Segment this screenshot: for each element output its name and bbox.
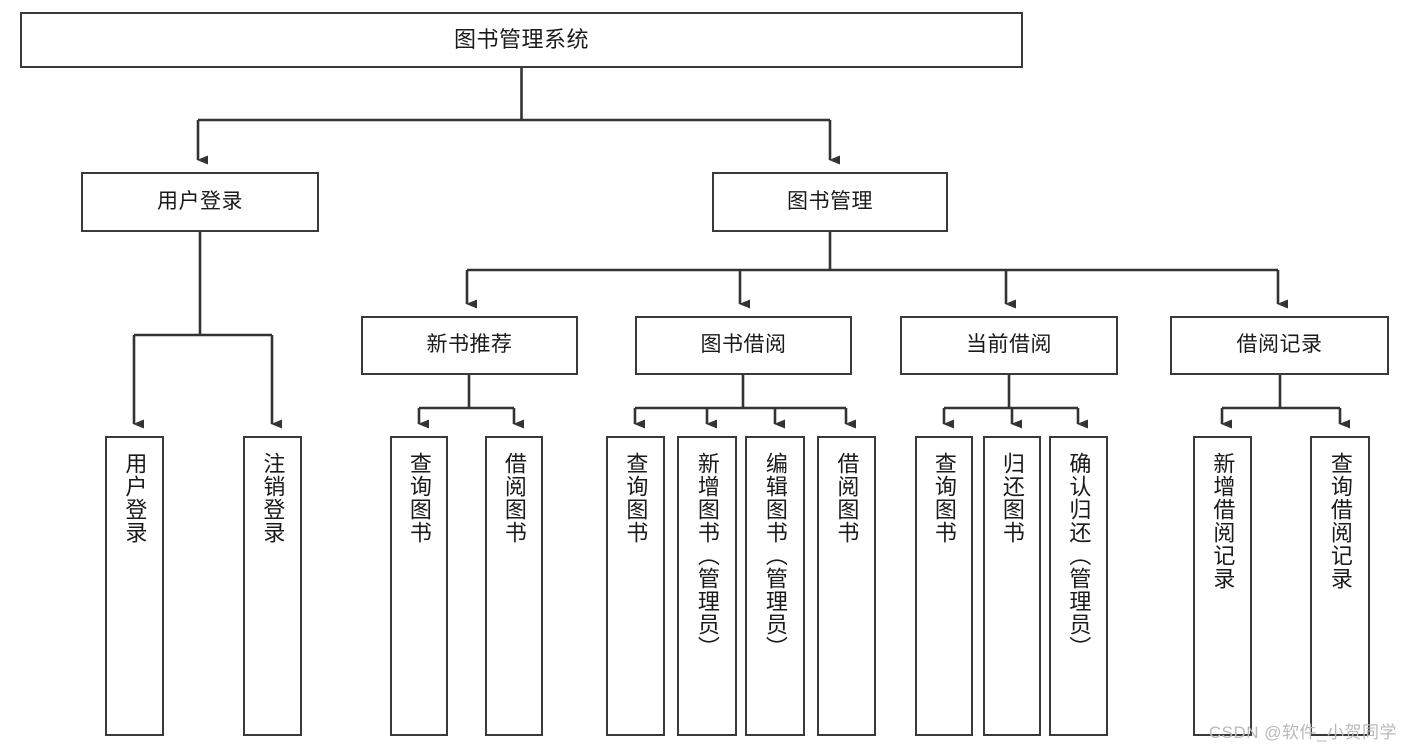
node-leaf-query-book-1-label: 查询图书	[406, 452, 432, 544]
node-leaf-query-book-3[interactable]: 查询图书	[915, 436, 973, 736]
node-leaf-borrow-book-2-label: 借阅图书	[834, 452, 860, 544]
node-book-borrow-label: 图书借阅	[700, 333, 787, 357]
node-leaf-query-book-3-label: 查询图书	[931, 452, 957, 544]
node-leaf-borrow-book-1-label: 借阅图书	[501, 452, 527, 544]
node-book-manage[interactable]: 图书管理	[712, 172, 948, 232]
node-leaf-user-login[interactable]: 用户登录	[105, 436, 164, 736]
node-book-borrow[interactable]: 图书借阅	[635, 316, 852, 375]
node-leaf-add-book-label: 新增图书（管理员）	[694, 452, 720, 659]
node-leaf-edit-book[interactable]: 编辑图书（管理员）	[745, 436, 805, 736]
node-leaf-return-book-label: 归还图书	[999, 452, 1025, 544]
node-leaf-query-borrow-record[interactable]: 查询借阅记录	[1310, 436, 1370, 736]
node-leaf-borrow-book-2[interactable]: 借阅图书	[817, 436, 876, 736]
node-user-login-label: 用户登录	[157, 189, 243, 213]
node-new-book-recommend[interactable]: 新书推荐	[361, 316, 578, 375]
node-root-system-label: 图书管理系统	[453, 27, 589, 53]
node-user-login[interactable]: 用户登录	[81, 172, 319, 232]
node-new-book-recommend-label: 新书推荐	[426, 333, 513, 357]
node-leaf-user-login-label: 用户登录	[122, 452, 148, 544]
node-root-system[interactable]: 图书管理系统	[20, 12, 1023, 68]
node-leaf-add-book[interactable]: 新增图书（管理员）	[677, 436, 737, 736]
node-leaf-add-borrow-record[interactable]: 新增借阅记录	[1193, 436, 1252, 736]
node-leaf-confirm-return[interactable]: 确认归还（管理员）	[1049, 436, 1108, 736]
node-current-borrow-label: 当前借阅	[966, 333, 1052, 357]
node-leaf-add-borrow-record-label: 新增借阅记录	[1210, 452, 1236, 590]
node-book-manage-label: 图书管理	[787, 189, 873, 213]
node-current-borrow[interactable]: 当前借阅	[900, 316, 1118, 375]
node-leaf-query-borrow-record-label: 查询借阅记录	[1327, 452, 1353, 590]
node-borrow-record[interactable]: 借阅记录	[1170, 316, 1389, 375]
node-leaf-confirm-return-label: 确认归还（管理员）	[1066, 452, 1092, 659]
node-leaf-logout[interactable]: 注销登录	[243, 436, 302, 736]
node-borrow-record-label: 借阅记录	[1236, 333, 1323, 357]
node-leaf-borrow-book-1[interactable]: 借阅图书	[485, 436, 543, 736]
node-leaf-query-book-1[interactable]: 查询图书	[390, 436, 448, 736]
node-leaf-logout-label: 注销登录	[260, 452, 286, 544]
csdn-watermark: CSDN @软件_小贺同学	[1208, 723, 1397, 742]
node-leaf-query-book-2-label: 查询图书	[623, 452, 649, 544]
node-leaf-edit-book-label: 编辑图书（管理员）	[762, 452, 788, 659]
node-leaf-return-book[interactable]: 归还图书	[983, 436, 1041, 736]
node-leaf-query-book-2[interactable]: 查询图书	[606, 436, 665, 736]
